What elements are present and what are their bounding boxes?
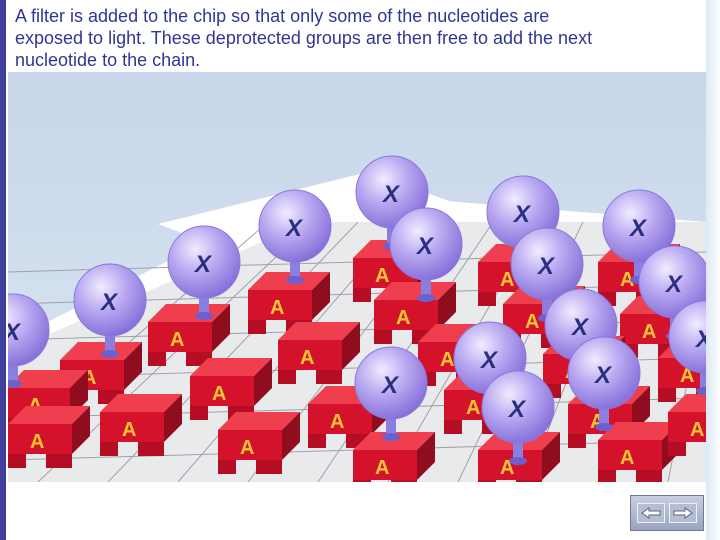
svg-text:A: A: [466, 397, 480, 419]
svg-text:A: A: [620, 269, 634, 291]
right-edge-shadow: [706, 0, 720, 540]
svg-text:X: X: [99, 289, 119, 316]
nucleotide-block: A: [598, 422, 680, 482]
svg-text:A: A: [122, 419, 136, 441]
nucleotide-blocks: AAAAAAAAAAAAAAAAAAAAAAAAA: [8, 240, 706, 482]
left-border: [0, 0, 6, 540]
arrow-left-icon[interactable]: [637, 503, 665, 523]
nucleotide-block: A: [8, 406, 90, 468]
svg-text:A: A: [500, 269, 514, 291]
svg-text:X: X: [628, 215, 648, 242]
caption-text: A filter is added to the chip so that on…: [15, 6, 593, 70]
svg-text:A: A: [212, 383, 226, 405]
svg-text:X: X: [593, 362, 613, 389]
svg-text:X: X: [415, 233, 435, 260]
nucleotide-block: A: [190, 358, 272, 420]
protecting-group: X: [167, 225, 241, 320]
svg-text:A: A: [30, 431, 44, 453]
svg-text:X: X: [694, 326, 706, 353]
nucleotide-block: A: [374, 282, 456, 344]
svg-text:A: A: [270, 297, 284, 319]
nucleotide-block: A: [218, 412, 300, 474]
protecting-group: X: [258, 189, 332, 284]
nucleotide-block: A: [278, 322, 360, 384]
svg-text:X: X: [570, 314, 590, 341]
protecting-group: X: [73, 263, 147, 358]
protecting-group: X: [8, 293, 50, 388]
protecting-groups: XXXXXXXXXXXXXXXX: [8, 155, 706, 465]
nucleotide-block: A: [353, 432, 435, 482]
svg-text:X: X: [479, 347, 499, 374]
svg-text:X: X: [8, 319, 22, 346]
svg-text:A: A: [170, 329, 184, 351]
svg-text:X: X: [536, 253, 556, 280]
protecting-group: X: [354, 346, 428, 441]
svg-text:A: A: [396, 307, 410, 329]
svg-text:A: A: [620, 447, 634, 469]
nav-back-forward-button[interactable]: [630, 495, 704, 531]
svg-text:A: A: [240, 437, 254, 459]
protecting-group: X: [481, 370, 555, 465]
svg-text:A: A: [440, 349, 454, 371]
svg-text:A: A: [330, 411, 344, 433]
svg-text:A: A: [375, 457, 389, 479]
svg-text:A: A: [375, 265, 389, 287]
microarray-illustration: AAAAAAAAAAAAAAAAAAAAAAAAA XXXXXXXXXXXXXX…: [8, 72, 706, 482]
caption-box: A filter is added to the chip so that on…: [6, 0, 706, 72]
svg-text:X: X: [512, 201, 532, 228]
svg-text:A: A: [525, 311, 539, 333]
protecting-group: X: [602, 189, 676, 284]
arrow-right-icon[interactable]: [669, 503, 697, 523]
svg-text:A: A: [690, 419, 704, 441]
filter-sheet: [8, 72, 706, 342]
protecting-group: X: [668, 300, 706, 395]
nucleotide-block: A: [100, 394, 182, 456]
svg-text:X: X: [381, 181, 401, 208]
nucleotide-block: A: [248, 272, 330, 334]
protecting-group: X: [567, 336, 641, 431]
nucleotide-block: A: [668, 394, 706, 456]
svg-text:A: A: [642, 321, 656, 343]
svg-text:X: X: [664, 271, 684, 298]
svg-text:X: X: [193, 251, 213, 278]
protecting-group: X: [389, 207, 463, 302]
svg-text:X: X: [380, 372, 400, 399]
svg-text:X: X: [507, 396, 527, 423]
svg-text:A: A: [300, 347, 314, 369]
svg-text:X: X: [284, 215, 304, 242]
bottom-bar: [6, 482, 706, 540]
